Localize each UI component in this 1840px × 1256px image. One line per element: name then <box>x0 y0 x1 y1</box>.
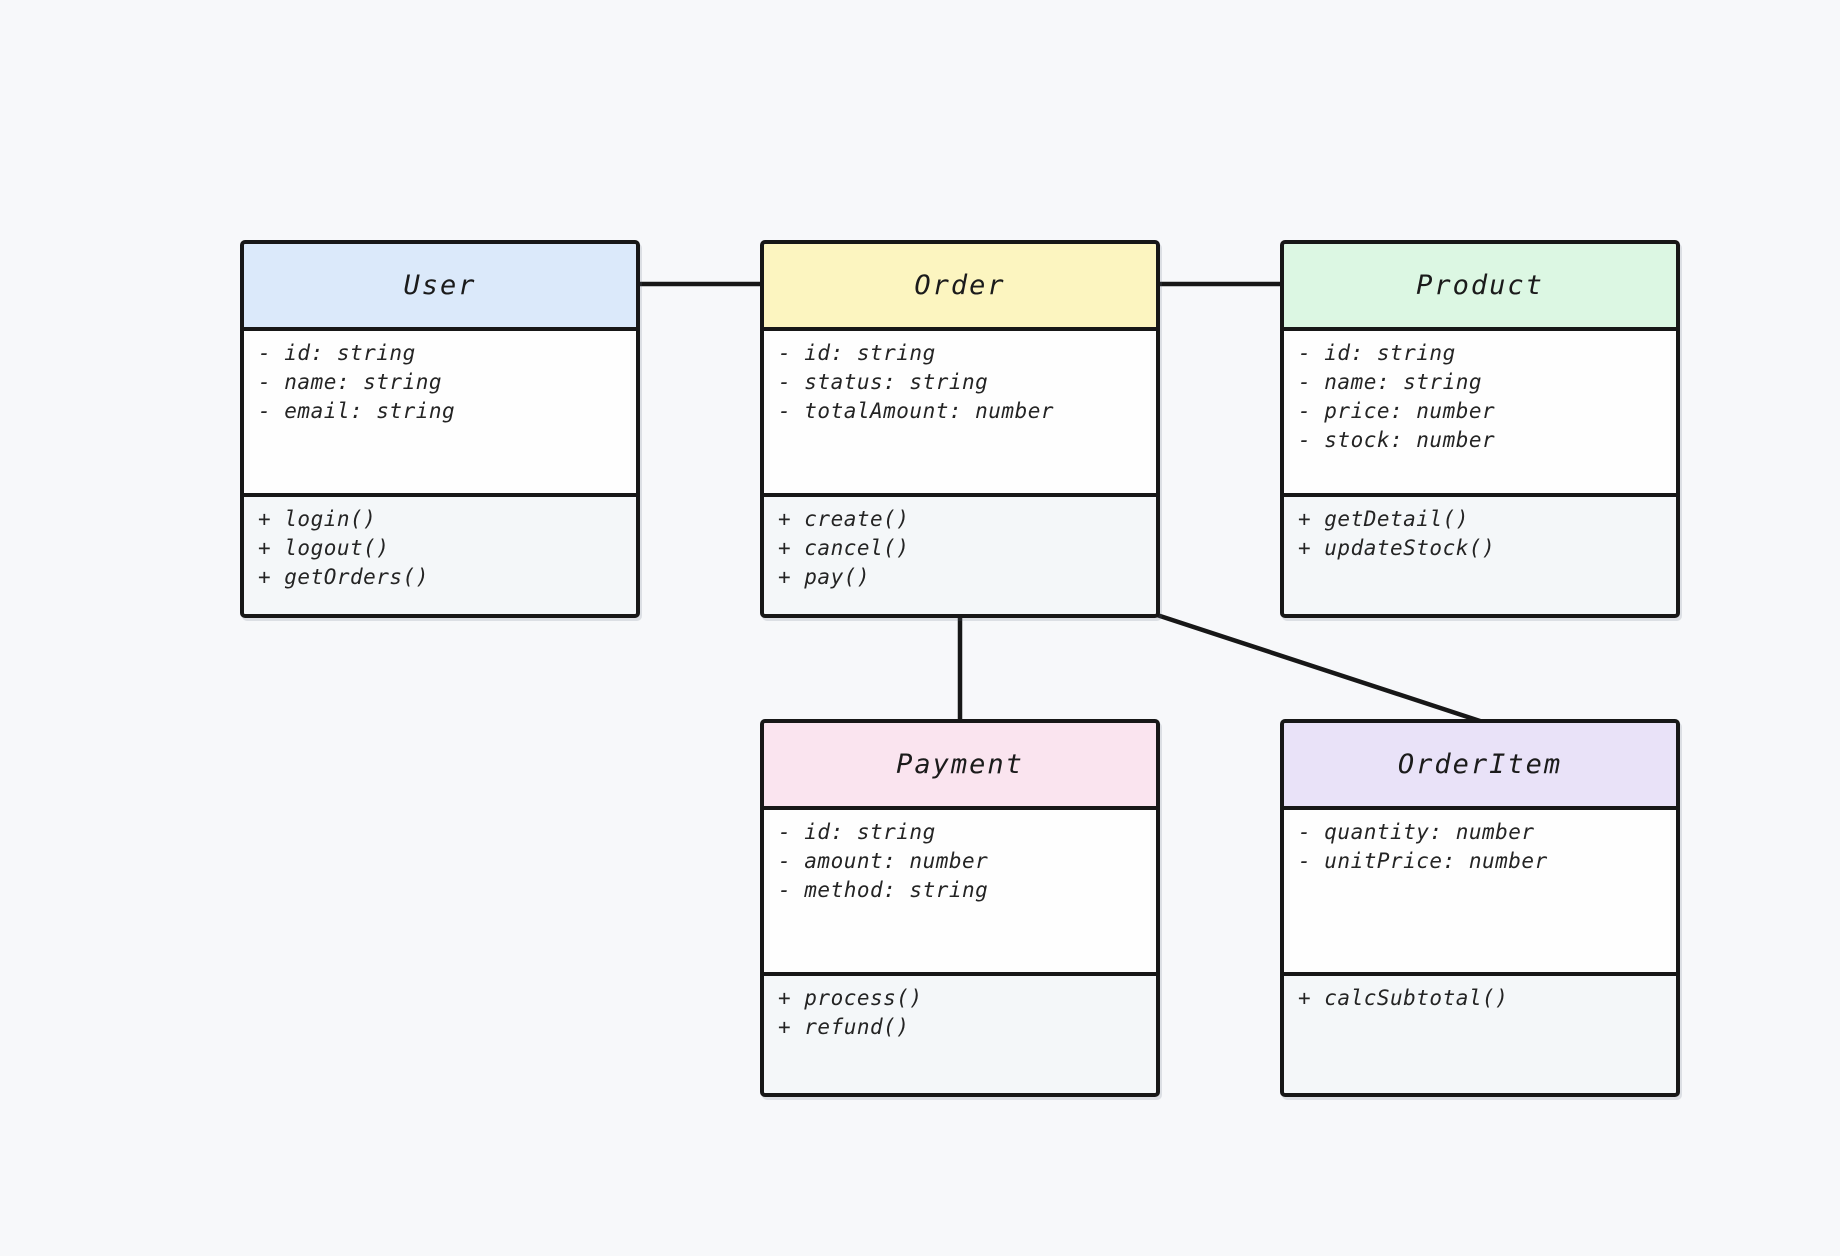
method-row: + login() <box>258 507 377 531</box>
attributes-section-payment: - id: string - amount: number - method: … <box>764 810 1156 976</box>
class-header-product: Product <box>1284 244 1676 331</box>
methods-section-order: + create() + cancel() + pay() <box>764 497 1156 614</box>
class-header-user: User <box>244 244 636 331</box>
method-row: + cancel() <box>778 536 910 560</box>
class-title-orderitem: OrderItem <box>1397 749 1563 780</box>
class-box-payment[interactable]: Payment - id: string - amount: number - … <box>760 719 1160 1097</box>
class-box-order[interactable]: Order - id: string - status: string - to… <box>760 240 1160 618</box>
attribute-row: - name: string <box>258 370 443 394</box>
attribute-row: - id: string <box>778 820 936 844</box>
method-row: + process() <box>778 986 923 1010</box>
class-title-payment: Payment <box>896 749 1024 780</box>
attribute-row: - id: string <box>1298 341 1456 365</box>
attribute-row: - amount: number <box>778 849 989 873</box>
attribute-row: - unitPrice: number <box>1298 849 1548 873</box>
attribute-row: - email: string <box>258 399 456 423</box>
methods-section-orderitem: + calcSubtotal() <box>1284 976 1676 1093</box>
method-row: + updateStock() <box>1298 536 1496 560</box>
class-box-orderitem[interactable]: OrderItem - quantity: number - unitPrice… <box>1280 719 1680 1097</box>
method-row: + pay() <box>778 565 871 589</box>
class-header-orderitem: OrderItem <box>1284 723 1676 810</box>
method-row: + getDetail() <box>1298 507 1469 531</box>
class-title-user: User <box>403 270 477 301</box>
relation-line-order-orderitem[interactable] <box>1154 612 1486 725</box>
attribute-row: - name: string <box>1298 370 1483 394</box>
attribute-row: - stock: number <box>1298 428 1496 452</box>
attribute-row: - id: string <box>258 341 416 365</box>
class-box-user[interactable]: User - id: string - name: string - email… <box>240 240 640 618</box>
method-row: + calcSubtotal() <box>1298 986 1509 1010</box>
attributes-section-order: - id: string - status: string - totalAmo… <box>764 331 1156 497</box>
class-header-payment: Payment <box>764 723 1156 810</box>
attribute-row: - quantity: number <box>1298 820 1535 844</box>
class-box-product[interactable]: Product - id: string - name: string - pr… <box>1280 240 1680 618</box>
attribute-row: - id: string <box>778 341 936 365</box>
class-title-order: Order <box>914 270 1006 301</box>
method-row: + refund() <box>778 1015 910 1039</box>
attribute-row: - price: number <box>1298 399 1496 423</box>
method-row: + getOrders() <box>258 565 429 589</box>
class-header-order: Order <box>764 244 1156 331</box>
methods-section-product: + getDetail() + updateStock() <box>1284 497 1676 614</box>
methods-section-user: + login() + logout() + getOrders() <box>244 497 636 614</box>
method-row: + logout() <box>258 536 390 560</box>
method-row: + create() <box>778 507 910 531</box>
attributes-section-orderitem: - quantity: number - unitPrice: number <box>1284 810 1676 976</box>
attribute-row: - status: string <box>778 370 989 394</box>
class-title-product: Product <box>1416 270 1544 301</box>
attribute-row: - totalAmount: number <box>778 399 1055 423</box>
attributes-section-user: - id: string - name: string - email: str… <box>244 331 636 497</box>
attributes-section-product: - id: string - name: string - price: num… <box>1284 331 1676 497</box>
attribute-row: - method: string <box>778 878 989 902</box>
methods-section-payment: + process() + refund() <box>764 976 1156 1093</box>
